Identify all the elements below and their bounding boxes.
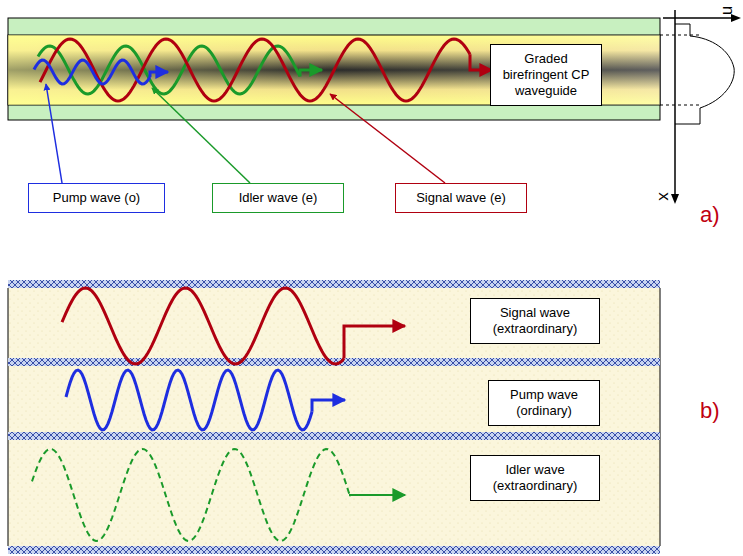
panel-label: b) — [700, 398, 720, 424]
box-text: Signal wave (extraordinary) — [478, 305, 592, 337]
wave — [62, 288, 344, 364]
leader-line — [330, 94, 445, 183]
wave — [66, 370, 312, 430]
panel-label: a) — [700, 202, 720, 228]
box-text: Idler wave (e) — [220, 190, 336, 206]
wave — [38, 46, 300, 94]
callout-box: Idler wave (e) — [212, 183, 344, 213]
wave-arrow — [300, 70, 322, 76]
box-text: Signal wave (e) — [403, 190, 519, 206]
wave — [34, 60, 150, 84]
box-text: Pump wave (o) — [36, 190, 157, 206]
wave-arrow — [312, 400, 345, 412]
wave-label-box: Signal wave (extraordinary) — [470, 298, 600, 344]
box-text: Graded birefringent CP waveguide — [498, 51, 594, 99]
box-text: Pump wave (ordinary) — [496, 387, 592, 419]
wave — [40, 39, 470, 101]
wave-arrow — [344, 326, 405, 359]
callout-box: Signal wave (e) — [395, 183, 527, 213]
wave-label-box: Pump wave (ordinary) — [488, 380, 600, 426]
axis-label: n — [718, 6, 739, 15]
leader-line — [46, 84, 62, 183]
wave-label-box: Idler wave (extraordinary) — [470, 455, 600, 501]
box-text: Idler wave (extraordinary) — [478, 462, 592, 494]
wave-arrow — [150, 72, 168, 77]
leader-line — [152, 88, 250, 183]
callout-box: Pump wave (o) — [28, 183, 165, 213]
wave-arrow — [350, 495, 405, 496]
wave — [32, 449, 350, 541]
axis-label: x — [654, 192, 675, 201]
waveguide-label-box: Graded birefringent CP waveguide — [490, 44, 602, 106]
wave-arrow — [470, 54, 492, 70]
